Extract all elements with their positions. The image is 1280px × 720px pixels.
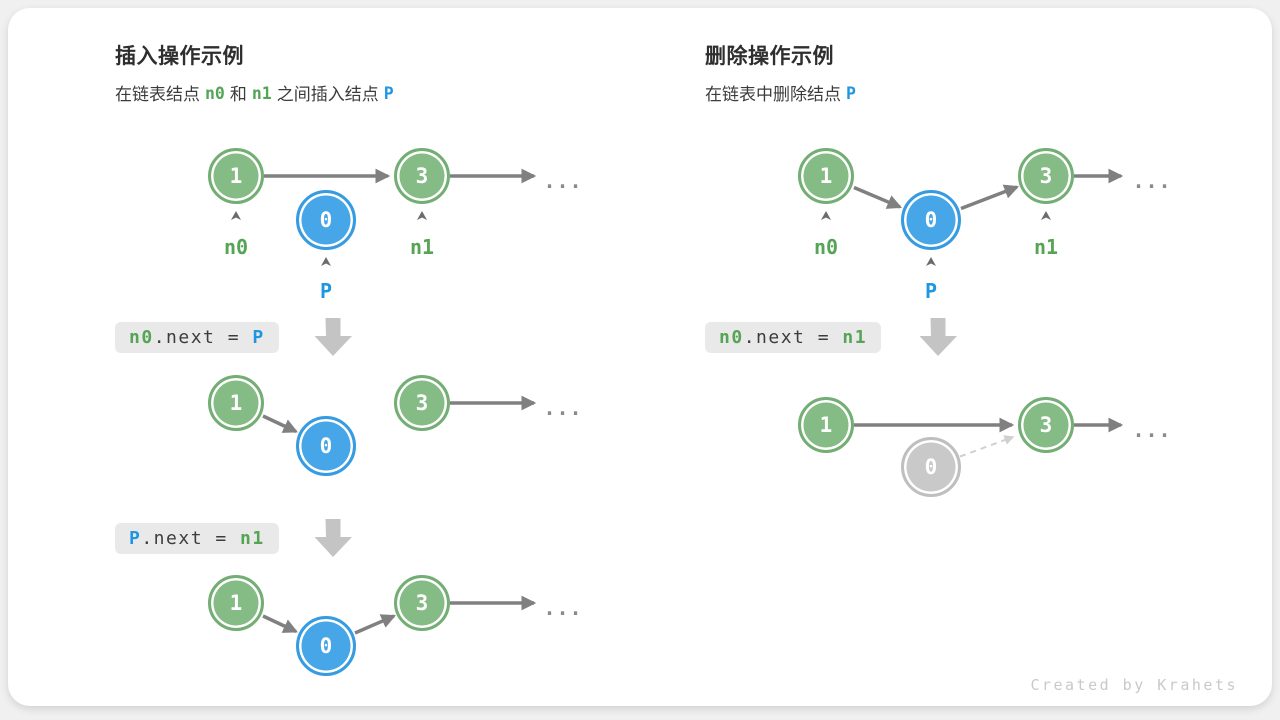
pointer-label-n0: n0 <box>223 235 249 259</box>
code-token-p: P <box>252 327 265 348</box>
list-node-3: 3 <box>394 375 450 431</box>
pointer-label-p: P <box>924 279 938 303</box>
code-token-next: .next = <box>141 528 241 549</box>
list-node-1: 1 <box>208 375 264 431</box>
list-node-1: 1 <box>208 575 264 631</box>
pointer-label-p: P <box>319 279 333 303</box>
list-node-1: 1 <box>798 148 854 204</box>
code-token-n1: n1 <box>842 327 868 348</box>
list-node-3: 3 <box>394 575 450 631</box>
list-node-1: 1 <box>798 397 854 453</box>
list-node-p: 0 <box>296 416 356 476</box>
list-node-p: 0 <box>901 190 961 250</box>
node-ref-p: P <box>846 84 856 103</box>
code-token-n1: n1 <box>240 528 265 549</box>
pointer-label-n1: n1 <box>1033 235 1059 259</box>
code-box-p-next-n1: P.next = n1 <box>115 523 279 554</box>
list-node-p: 0 <box>296 190 356 250</box>
subtitle-text: 和 <box>229 85 247 104</box>
list-continues-ellipsis: ... <box>543 169 583 193</box>
list-continues-ellipsis: ... <box>543 596 583 620</box>
watermark-credit: Created by Krahets <box>1030 676 1238 694</box>
list-node-p-removed: 0 <box>901 437 961 497</box>
delete-section-subtitle: 在链表中删除结点 P <box>705 80 861 105</box>
insert-section-title: 插入操作示例 <box>115 45 244 68</box>
pointer-label-n0: n0 <box>813 235 839 259</box>
list-continues-ellipsis: ... <box>543 396 583 420</box>
code-token-next: .next = <box>153 327 253 348</box>
code-token-n0: n0 <box>719 327 744 348</box>
list-node-p: 0 <box>296 616 356 676</box>
subtitle-text: 在链表中删除结点 <box>705 85 841 104</box>
code-token-next: .next = <box>743 327 843 348</box>
pointer-label-n1: n1 <box>409 235 435 259</box>
figure-card <box>8 8 1272 706</box>
delete-section-title: 删除操作示例 <box>705 45 834 68</box>
code-token-n0: n0 <box>129 327 154 348</box>
list-node-3: 3 <box>394 148 450 204</box>
node-ref-n1: n1 <box>251 84 272 103</box>
subtitle-text: 之间插入结点 <box>276 85 379 104</box>
list-node-1: 1 <box>208 148 264 204</box>
code-box-n0-next-n1: n0.next = n1 <box>705 322 882 353</box>
list-continues-ellipsis: ... <box>1132 418 1172 442</box>
list-node-3: 3 <box>1018 148 1074 204</box>
list-node-3: 3 <box>1018 397 1074 453</box>
code-token-p: P <box>129 528 142 549</box>
node-ref-n0: n0 <box>205 84 225 103</box>
list-continues-ellipsis: ... <box>1132 169 1172 193</box>
code-box-n0-next-p: n0.next = P <box>115 322 279 353</box>
subtitle-text: 在链表结点 <box>115 85 200 104</box>
node-ref-p: P <box>383 84 394 103</box>
